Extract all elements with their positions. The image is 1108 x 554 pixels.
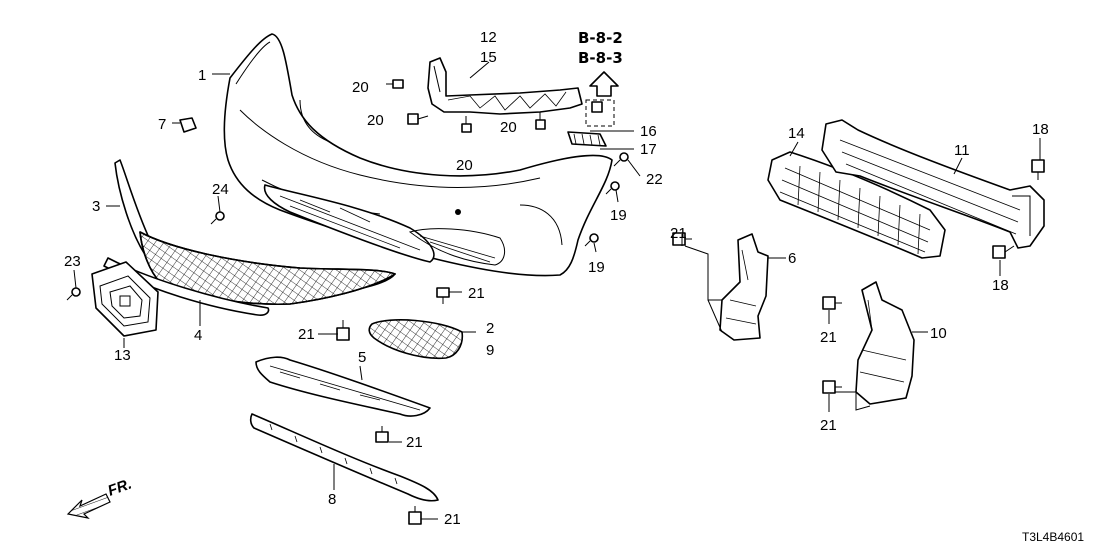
bolt-icon: [992, 245, 1015, 259]
fog-light-grille-part[interactable]: [368, 319, 464, 360]
callout-21g: 21: [820, 417, 837, 434]
callout-labels: 1 12 15 20 20 20 20 16 17 22 19 19 7 24 …: [64, 29, 1049, 528]
callout-15: 15: [480, 49, 497, 66]
callout-21f: 21: [820, 329, 837, 346]
left-air-duct-part[interactable]: [719, 233, 769, 341]
callout-14: 14: [788, 125, 805, 142]
callout-21a: 21: [468, 285, 485, 302]
clip-icon: [336, 320, 350, 341]
callout-17: 17: [640, 141, 657, 158]
cap-part[interactable]: [179, 117, 197, 133]
callout-9: 9: [486, 342, 494, 359]
leader-lines: [73, 61, 1041, 520]
screw-icon: [584, 233, 599, 247]
bolt-icon: [386, 79, 404, 89]
reference-block[interactable]: B-8-2 B-8-3: [578, 29, 623, 127]
callout-3: 3: [92, 198, 100, 215]
callout-21b: 21: [298, 326, 315, 343]
lower-spoiler-part[interactable]: [249, 413, 439, 502]
callout-8: 8: [328, 491, 336, 508]
callout-20a: 20: [352, 79, 369, 96]
callout-6: 6: [788, 250, 796, 267]
callout-19b: 19: [588, 259, 605, 276]
side-clip-part[interactable]: [567, 131, 607, 147]
front-direction-indicator: FR.: [66, 476, 135, 519]
callout-2: 2: [486, 320, 494, 337]
clip-icon: [436, 287, 450, 304]
upper-bracket-part[interactable]: [427, 57, 583, 115]
screw-icon: [605, 181, 620, 195]
bolt-icon: [461, 116, 472, 133]
bumper-face-part[interactable]: [223, 33, 613, 277]
callout-23: 23: [64, 253, 81, 270]
bumper-beam-part[interactable]: [821, 119, 1045, 249]
callout-11: 11: [954, 142, 970, 159]
callout-19a: 19: [610, 207, 627, 224]
callout-24: 24: [212, 181, 229, 198]
callout-21e: 21: [670, 225, 687, 242]
screw-icon: [210, 211, 225, 225]
callout-16: 16: [640, 123, 657, 140]
callout-22: 22: [646, 171, 663, 188]
screw-icon: [613, 152, 629, 167]
bolt-icon: [407, 113, 429, 125]
callout-18b: 18: [992, 277, 1009, 294]
callout-20d: 20: [500, 119, 517, 136]
under-cover-part[interactable]: [255, 356, 431, 417]
callout-5: 5: [358, 349, 366, 366]
energy-absorber-part[interactable]: [767, 151, 946, 259]
license-plate-base-part[interactable]: [91, 261, 159, 337]
callout-21d: 21: [444, 511, 461, 528]
callout-12: 12: [480, 29, 497, 46]
callout-4: 4: [194, 327, 202, 344]
callout-7: 7: [158, 116, 166, 133]
right-air-duct-part[interactable]: [855, 281, 915, 405]
clip-icon: [822, 380, 842, 394]
front-arrow-icon: [66, 493, 111, 519]
callout-1: 1: [198, 67, 206, 84]
callout-10: 10: [930, 325, 947, 342]
lower-molding-part[interactable]: [103, 257, 270, 316]
diagram-code: T3L4B4601: [1022, 530, 1084, 544]
callout-21c: 21: [406, 434, 423, 451]
callout-13: 13: [114, 347, 131, 364]
bolt-icon: [591, 101, 603, 113]
reference-line-2: B-8-3: [578, 49, 623, 67]
clip-icon: [375, 426, 389, 443]
bolt-icon: [1031, 159, 1045, 180]
screw-icon: [66, 287, 81, 301]
callout-20b: 20: [367, 112, 384, 129]
callout-20c: 20: [456, 157, 473, 174]
front-direction-label: FR.: [106, 476, 135, 500]
clip-icon: [822, 296, 842, 310]
callout-18a: 18: [1032, 121, 1049, 138]
bolt-icon: [535, 112, 546, 130]
reference-dashed-box: [585, 99, 615, 127]
reference-arrow-icon: [589, 71, 619, 97]
reference-line-1: B-8-2: [578, 29, 623, 47]
clip-icon: [408, 506, 422, 525]
